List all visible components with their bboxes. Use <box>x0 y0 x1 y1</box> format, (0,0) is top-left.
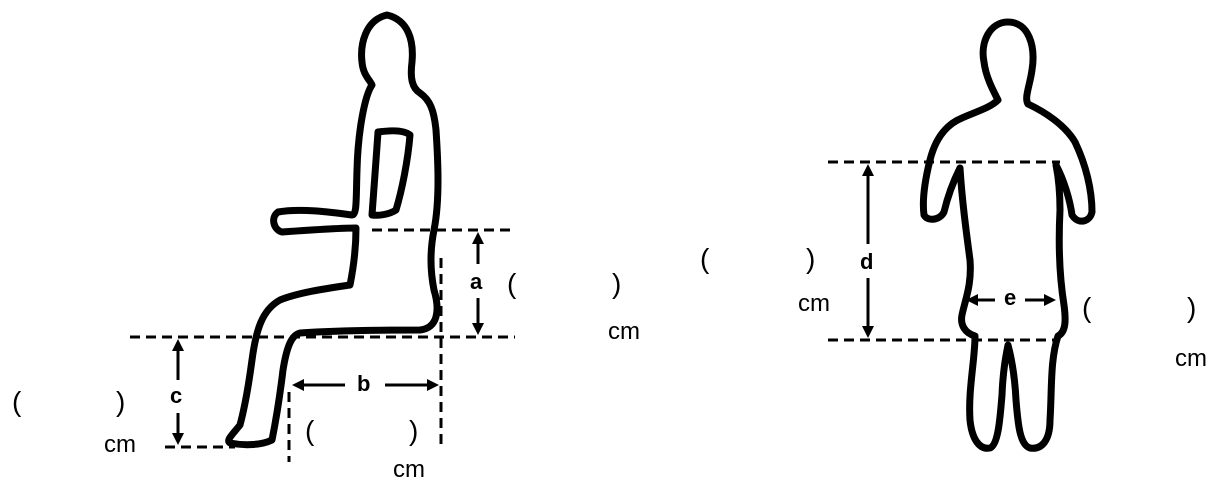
e-unit: cm <box>1175 345 1207 372</box>
e-arrow-head-left <box>966 294 978 306</box>
a-close-paren: ) <box>612 268 622 299</box>
c-close-paren: ) <box>116 386 126 417</box>
d-unit: cm <box>798 290 830 317</box>
b-arrow-head-left <box>292 379 304 391</box>
c-unit: cm <box>104 431 136 458</box>
label-e: e <box>1004 285 1017 310</box>
side-figure-arm <box>368 127 414 219</box>
c-arrow-head-down <box>172 433 184 445</box>
label-d: d <box>860 249 874 274</box>
label-a: a <box>470 269 483 294</box>
c-open-paren: ( <box>12 386 22 417</box>
d-arrow-head-up <box>862 164 874 176</box>
a-arrow-head-down <box>472 323 484 335</box>
d-arrow-head-down <box>862 326 874 338</box>
d-close-paren: ) <box>806 243 816 274</box>
b-open-paren: ( <box>305 415 315 446</box>
a-unit: cm <box>608 318 640 345</box>
a-open-paren: ( <box>507 268 517 299</box>
side-figure-outline <box>225 11 442 449</box>
c-arrow-head-up <box>172 339 184 351</box>
a-arrow-head-up <box>472 232 484 244</box>
e-close-paren: ) <box>1187 292 1197 323</box>
front-figure-outline <box>919 18 1096 452</box>
d-open-paren: ( <box>700 243 710 274</box>
e-open-paren: ( <box>1082 292 1092 323</box>
label-c: c <box>170 383 183 408</box>
b-arrow-head-right <box>427 379 439 391</box>
label-b: b <box>357 371 371 396</box>
e-arrow-head-right <box>1044 294 1056 306</box>
b-close-paren: ) <box>409 415 419 446</box>
b-unit: cm <box>393 456 425 483</box>
